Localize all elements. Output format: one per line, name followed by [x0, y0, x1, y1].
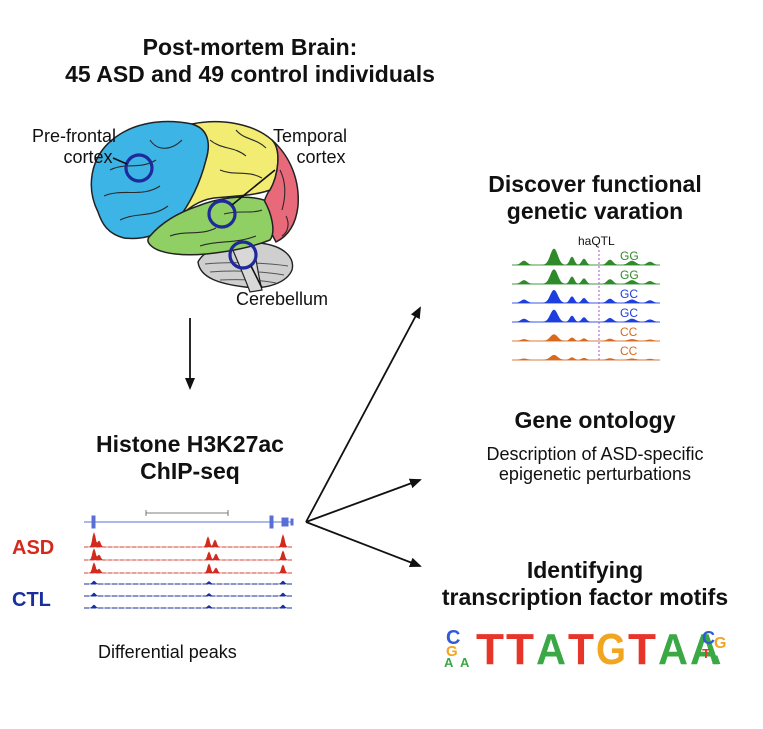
genotype-label: CC	[620, 325, 638, 339]
svg-text:A: A	[712, 653, 721, 667]
prefrontal-label-line2: cortex	[63, 147, 113, 167]
motifs-title: Identifying transcription factor motifs	[410, 557, 760, 611]
logo-stacked-left: C G A A	[444, 627, 470, 670]
discover-title-line1: Discover functional	[488, 171, 702, 197]
asd-label: ASD	[12, 537, 55, 559]
cerebellum-pointer	[250, 265, 263, 289]
prefrontal-label-line1: Pre-frontal	[31, 126, 117, 146]
chipseq-title-line2: ChIP-seq	[140, 458, 240, 484]
motif-letter: T	[476, 625, 504, 674]
temporal-label-line2: cortex	[296, 147, 346, 167]
temporal-label: Temporal cortex	[250, 126, 370, 168]
motifs-title-line1: Identifying	[526, 557, 644, 583]
temporal-label-line1: Temporal	[272, 126, 348, 146]
motif-letter: A	[690, 625, 720, 674]
chipseq-title-line1: Histone H3K27ac	[96, 431, 284, 457]
ctl-track-2	[84, 592, 292, 597]
arrow-to-discover	[305, 306, 421, 523]
temporal-circle	[207, 199, 237, 229]
arrow-to-motifs	[305, 521, 422, 568]
discover-title-line2: genetic varation	[506, 198, 684, 224]
ctl-label: CTL	[12, 589, 51, 611]
ctl-tracks	[84, 580, 292, 609]
temporal-pointer	[231, 169, 276, 206]
cerebellum-circle	[228, 240, 258, 270]
logo-stacked-right: C G T A	[702, 628, 726, 667]
arrow-to-ontology	[305, 478, 422, 523]
svg-text:C: C	[702, 628, 715, 648]
discover-title: Discover functional genetic varation	[430, 171, 760, 225]
ctl-track-1	[84, 580, 292, 585]
prefrontal-pointer	[112, 157, 128, 165]
prefrontal-circle	[124, 153, 154, 183]
motif-letter: A	[536, 625, 566, 674]
genotype-label: GG	[620, 268, 639, 282]
cerebellum-label: Cerebellum	[236, 289, 329, 309]
svg-text:A: A	[460, 655, 470, 670]
genotype-label: GG	[620, 249, 639, 263]
title-line-1: Post-mortem Brain:	[142, 34, 358, 60]
svg-text:A: A	[444, 655, 454, 670]
haqtl-label: haQTL	[578, 234, 615, 248]
motif-letter: G	[596, 625, 626, 674]
page-title: Post-mortem Brain: 45 ASD and 49 control…	[0, 34, 500, 88]
svg-text:G: G	[714, 635, 726, 652]
ontology-title: Gene ontology	[514, 407, 676, 433]
motif-letter: T	[628, 625, 656, 674]
motif-letter: A	[658, 625, 688, 674]
svg-text:G: G	[446, 643, 458, 660]
motifs-title-line2: transcription factor motifs	[441, 584, 729, 610]
motif-letter: T	[506, 625, 534, 674]
genotype-label: GC	[620, 306, 638, 320]
asd-tracks	[84, 532, 292, 574]
chipseq-caption: Differential peaks	[98, 642, 237, 662]
ctl-track-3	[84, 604, 292, 609]
ontology-description: Description of ASD-specific epigenetic p…	[430, 444, 760, 484]
title-line-2: 45 ASD and 49 control individuals	[65, 61, 435, 87]
gene-track	[84, 510, 294, 529]
svg-text:C: C	[446, 627, 460, 649]
svg-text:T: T	[702, 646, 710, 661]
genotype-label: CC	[620, 344, 638, 358]
genotype-label: GC	[620, 287, 638, 301]
ontology-desc-line1: Description of ASD-specific	[486, 444, 704, 464]
prefrontal-label: Pre-frontal cortex	[14, 126, 134, 168]
motif-letter: T	[568, 625, 594, 674]
chipseq-title: Histone H3K27ac ChIP-seq	[40, 431, 340, 485]
ontology-desc-line2: epigenetic perturbations	[498, 464, 692, 484]
